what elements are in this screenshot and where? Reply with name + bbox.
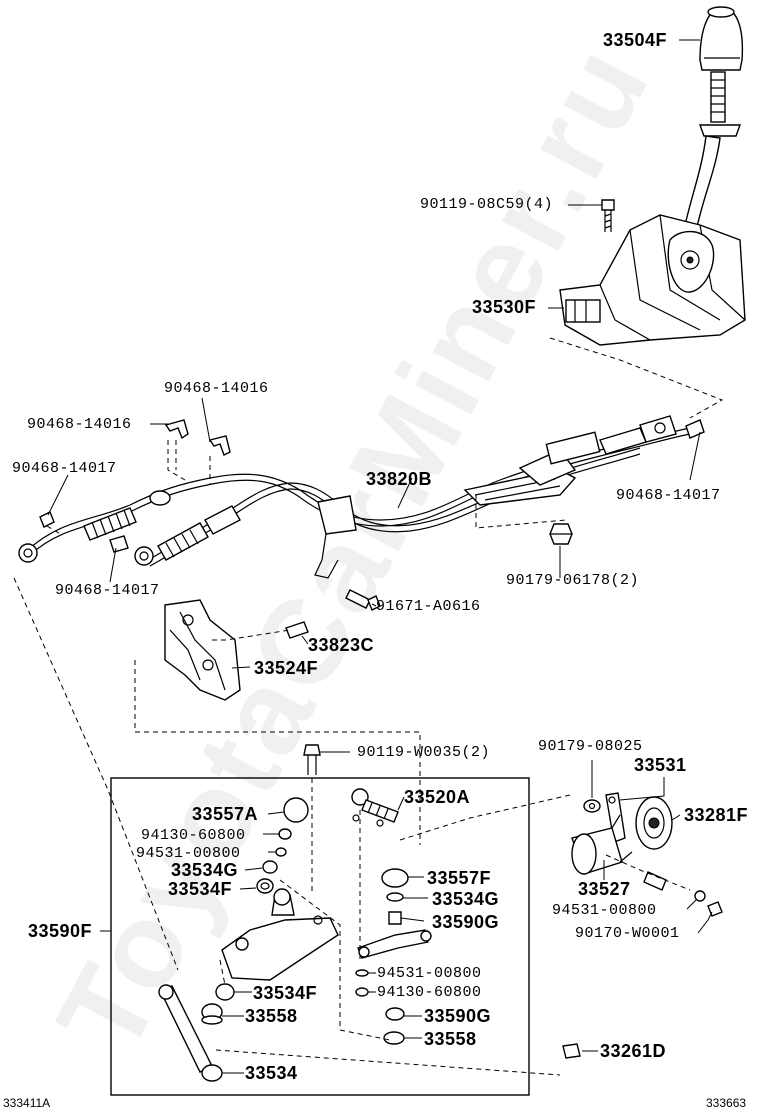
label-nut-right: 90170-W0001 bbox=[575, 925, 680, 942]
label-bushing-g-right: 33534G bbox=[432, 889, 500, 909]
label-clip-top-left: 90468-14016 bbox=[27, 416, 132, 433]
seal-33281F bbox=[635, 796, 673, 850]
shift-lever-rod bbox=[683, 71, 741, 233]
label-bushing-33557A: 33557A bbox=[192, 804, 259, 824]
label-clip-right: 90468-14017 bbox=[616, 487, 721, 504]
nut-a bbox=[278, 828, 292, 840]
bracket-bolt bbox=[345, 589, 381, 611]
label-cable-nut: 90179-06178(2) bbox=[506, 572, 640, 589]
diagram-id-left: 333411A bbox=[3, 1096, 51, 1110]
guide-lines bbox=[13, 337, 724, 1076]
label-bushing-f-left: 33534F bbox=[168, 879, 233, 899]
retainer-bolt bbox=[285, 621, 309, 639]
label-washer-a: 94531-00800 bbox=[136, 845, 241, 862]
label-knob: 33504F bbox=[603, 30, 668, 50]
label-case-bolt: 90119-W0035(2) bbox=[357, 744, 491, 761]
nut-right-top bbox=[583, 799, 601, 813]
clip-left-lower bbox=[109, 535, 129, 553]
label-washer-right: 94531-00800 bbox=[552, 902, 657, 919]
cable-end-lower bbox=[134, 505, 241, 566]
bushing-g-right bbox=[386, 892, 404, 902]
leader-lines bbox=[47, 39, 713, 1074]
label-bracket-33531: 33531 bbox=[634, 755, 687, 775]
bushing-f-lower bbox=[215, 983, 235, 1001]
bushing-33557A bbox=[283, 797, 309, 823]
label-cable-assembly: 33820B bbox=[366, 469, 433, 489]
label-bushing-g-left: 33534G bbox=[171, 860, 239, 880]
lever-g-lower bbox=[385, 1007, 405, 1021]
label-shift-lever-housing: 33530F bbox=[472, 297, 537, 317]
bushing-f-left bbox=[256, 878, 274, 894]
shift-knob bbox=[699, 6, 744, 71]
label-lever-33590G: 33590G bbox=[432, 912, 500, 932]
label-bushing-558-right: 33558 bbox=[424, 1029, 477, 1049]
label-body-33527: 33527 bbox=[578, 879, 631, 899]
label-pin-33520A: 33520A bbox=[404, 787, 471, 807]
cable-clamp-middle bbox=[314, 495, 357, 579]
label-washer-b: 94531-00800 bbox=[377, 965, 482, 982]
lever-33590G bbox=[357, 929, 432, 959]
case-bolt bbox=[303, 744, 321, 775]
clip-top-mid bbox=[208, 435, 231, 456]
bushing-g-left bbox=[262, 860, 278, 874]
clip-33261D bbox=[562, 1043, 581, 1059]
label-bushing-558-left: 33558 bbox=[245, 1006, 298, 1026]
label-nut-a: 94130-60800 bbox=[141, 827, 246, 844]
cable-end-left bbox=[18, 490, 171, 563]
label-retainer-bolt: 33823C bbox=[308, 635, 375, 655]
shift-lever-housing bbox=[559, 214, 746, 346]
washer-b bbox=[355, 969, 369, 977]
pin-33520A bbox=[351, 788, 399, 827]
lever-base-plate bbox=[221, 888, 339, 981]
label-lever-g-lower: 33590G bbox=[424, 1006, 492, 1026]
label-clip-33261D: 33261D bbox=[600, 1041, 667, 1061]
label-clip-top-mid: 90468-14016 bbox=[164, 380, 269, 397]
label-lever-33534: 33534 bbox=[245, 1063, 298, 1083]
cable-nut bbox=[549, 523, 573, 545]
label-lever-assembly: 33590F bbox=[28, 921, 93, 941]
label-nut-right-top: 90179-08025 bbox=[538, 738, 643, 755]
body-33527 bbox=[571, 814, 633, 875]
label-bushing-f-right: 33557F bbox=[427, 868, 492, 888]
subassembly-frame bbox=[110, 777, 530, 1096]
washer-right bbox=[694, 890, 706, 902]
clip-top-left bbox=[164, 419, 189, 440]
label-bracket-bolt: 91671-A0616 bbox=[376, 598, 481, 615]
label-cable-retainer: 33524F bbox=[254, 658, 319, 678]
diagram-id-right: 333663 bbox=[706, 1096, 747, 1110]
washer-a bbox=[275, 847, 287, 857]
label-clip-left-lower: 90468-14017 bbox=[55, 582, 160, 599]
nut-b bbox=[355, 987, 369, 997]
label-shifter-bolt: 90119-08C59(4) bbox=[420, 196, 554, 213]
bracket-33531 bbox=[605, 792, 626, 843]
nut-right bbox=[707, 901, 723, 917]
bushing-558-left bbox=[201, 1003, 223, 1025]
cable-end-right bbox=[545, 415, 677, 465]
label-clip-left: 90468-14017 bbox=[12, 460, 117, 477]
label-nut-b: 94130-60800 bbox=[377, 984, 482, 1001]
housing-bolt bbox=[601, 199, 615, 232]
pin-right bbox=[643, 871, 667, 891]
bushing-g-right-2 bbox=[388, 911, 402, 925]
bushing-558-right bbox=[383, 1031, 405, 1045]
cable-retainer bbox=[164, 599, 241, 701]
bushing-f-right bbox=[381, 868, 409, 888]
label-bushing-f-lower: 33534F bbox=[253, 983, 318, 1003]
label-seal-33281F: 33281F bbox=[684, 805, 749, 825]
clip-left bbox=[39, 511, 55, 528]
clip-right bbox=[685, 419, 705, 439]
lever-33534 bbox=[158, 984, 223, 1082]
